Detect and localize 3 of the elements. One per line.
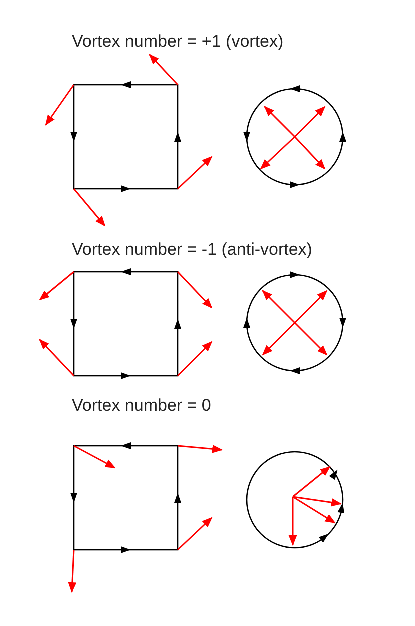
panel-heading: Vortex number = -1 (anti-vortex) xyxy=(72,240,312,260)
panel-heading: Vortex number = +1 (vortex) xyxy=(72,32,284,52)
panel-heading: Vortex number = 0 xyxy=(72,396,212,416)
